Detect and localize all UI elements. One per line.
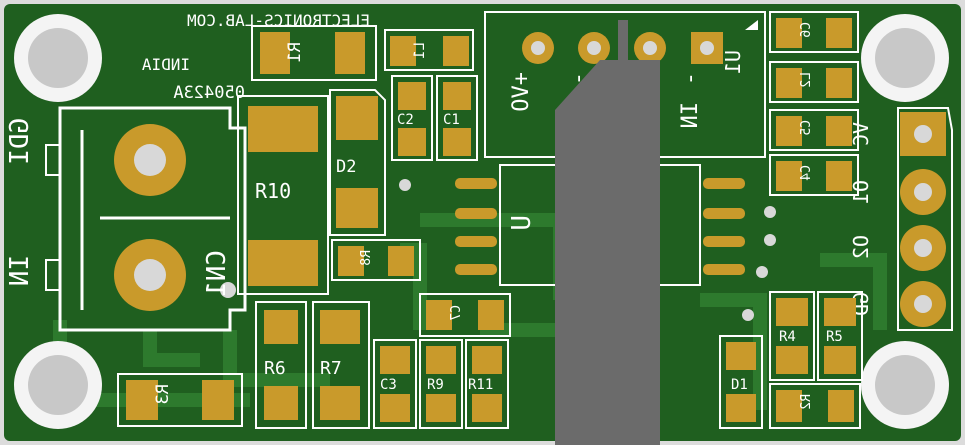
svg-text:R2: R2 [799,394,814,410]
resistor-r11: R11 [465,339,509,429]
header-pin2-label: O1 [849,180,873,204]
svg-text:R5: R5 [826,329,843,345]
svg-text:C3: C3 [380,377,397,393]
svg-text:R9: R9 [427,377,444,393]
resistor-r10: R10 [237,95,329,295]
svg-text:R1: R1 [285,42,305,62]
svg-text:C2: C2 [397,112,414,128]
diode-d1: D1 [719,335,763,429]
mounting-holes [14,14,949,429]
heatsink [555,20,660,445]
cn1-pin1-label: GDI [5,118,35,165]
svg-text:C6: C6 [799,22,814,38]
resistor-r6: R6 [255,301,307,429]
resistor-r8: R8 [331,239,421,281]
connector-cn1: GDI IN CN1 [5,106,247,332]
capacitor-c3: C3 [373,339,417,429]
capacitor-c6: C6 [769,11,859,53]
svg-text:L1: L1 [412,42,428,59]
u1-ref-label: U1 [721,50,745,74]
u1-in-label: IN [678,102,703,129]
svg-text:C7: C7 [449,305,464,321]
svg-text:R3: R3 [153,384,173,404]
module-u1: +VO - + - IN U1 [484,11,766,158]
resistor-r4: R4 [769,291,815,381]
capacitor-c5: C5 [769,109,859,151]
svg-text:C4: C4 [799,165,814,181]
u1-minus-label: - [678,72,703,85]
svg-text:L2: L2 [799,72,814,88]
via [756,266,768,278]
svg-text:D2: D2 [336,157,356,177]
header-pin1-label: VC [849,122,873,146]
capacitor-c2: C2 [391,75,433,161]
resistor-r7: R7 [312,301,370,429]
website-text: ELECTRONICS-LAB.COM [187,11,370,30]
svg-text:R4: R4 [779,329,796,345]
via [742,309,754,321]
resistor-r1: R1 [251,25,377,81]
svg-text:R10: R10 [255,179,291,203]
svg-text:D1: D1 [731,377,748,393]
resistor-r9: R9 [419,339,463,429]
via [764,206,776,218]
svg-text:R11: R11 [468,377,493,393]
u1-vout-label: +VO [509,72,534,112]
code-text: 050423A [173,83,245,103]
chip-ref-label: U [507,215,537,231]
svg-text:R8: R8 [359,250,374,266]
resistor-r3: R3 [117,373,243,427]
capacitor-c7: C7 [419,293,511,337]
cn1-ref-label: CN1 [202,250,232,297]
resistor-r5: R5 [817,291,863,381]
cn1-pin2-label: IN [5,255,35,286]
svg-text:R6: R6 [264,358,286,379]
country-text: INDIA [141,55,190,74]
via [399,179,411,191]
header-pin3-label: O2 [849,235,873,259]
via [764,234,776,246]
inductor-l2: L2 [769,61,859,103]
capacitor-c1: C1 [436,75,478,161]
svg-text:R7: R7 [320,358,342,379]
inductor-l1: L1 [384,29,474,71]
resistor-r2: R2 [769,383,861,429]
capacitor-c4: C4 [769,154,859,196]
diode-d2: D2 [329,89,386,236]
svg-text:C1: C1 [443,112,460,128]
svg-text:C5: C5 [799,120,814,136]
